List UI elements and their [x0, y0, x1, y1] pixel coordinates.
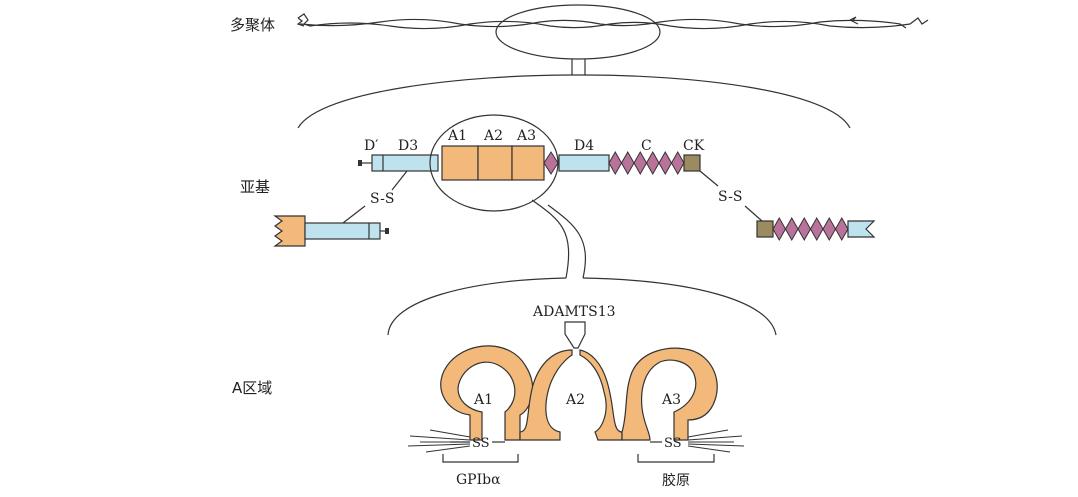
c-domain-diamond-5 [658, 150, 673, 176]
a2-loop [519, 349, 623, 441]
label-dprime: D′ [364, 138, 378, 154]
partner-c-domain-diamond-1 [772, 216, 787, 242]
a-domain-right-frayed-end [687, 429, 745, 453]
domain-c-diamonds [608, 150, 685, 176]
a-domains-connector [531, 199, 587, 279]
label-a1-loop: A1 [473, 392, 493, 408]
partner-c-domain-diamond-4 [809, 216, 824, 242]
partner-left-cap [385, 228, 389, 234]
label-ck: CK [683, 138, 705, 154]
ss-bond-right-line-bottom [744, 205, 763, 222]
multimer-label: 多聚体 [230, 16, 275, 34]
ss-bond-right-label: S-S [718, 189, 742, 205]
c-domain-diamond-1 [608, 150, 623, 176]
collagen-label: 胶原 [662, 472, 690, 489]
subunit-bracket-arc [297, 74, 851, 129]
c-domain-diamond-3 [633, 150, 648, 176]
ss-bond-left-line-top [391, 170, 408, 191]
multimer-strand [296, 13, 929, 30]
multimer-connector [571, 59, 586, 76]
ss-bond-left-label: S-S [370, 191, 394, 207]
partner-right-c-diamonds [772, 216, 849, 242]
adamts13-pointer [564, 321, 586, 349]
c-domain-diamond-4 [645, 150, 660, 176]
collagen-bracket [637, 454, 715, 463]
label-d3: D3 [398, 138, 418, 154]
a-domain-bracket-arc [387, 277, 777, 336]
ss-bond-left-line-bottom [342, 205, 366, 224]
partner-c-domain-diamond-5 [822, 216, 837, 242]
partner-left-fragment [273, 215, 306, 247]
a-domain-left-frayed-end [407, 429, 471, 453]
label-a3-subunit: A3 [516, 128, 536, 144]
partner-c-domain-diamond-6 [834, 216, 849, 242]
partner-right-ck-box [756, 220, 774, 238]
c-domain-diamond-6 [670, 150, 685, 176]
a-domains-zoom-ellipse [429, 114, 559, 212]
domain-ck-box [683, 154, 701, 172]
subunit-label: 亚基 [240, 178, 270, 196]
domain-d-diamond [543, 151, 559, 175]
multimer-zoom-ellipse [495, 4, 661, 60]
label-d4: D4 [574, 138, 594, 154]
partner-right-d4-fragment [847, 220, 876, 238]
label-a3-loop: A3 [661, 392, 681, 408]
a3-loop [621, 347, 718, 441]
gpib-alpha-label: GPIbα [456, 472, 501, 488]
domain-d3-box [371, 154, 439, 172]
label-a2-loop: A2 [565, 392, 585, 408]
gpib-bracket [442, 454, 519, 463]
a1-loop [440, 345, 534, 441]
adamts13-label: ADAMTS13 [532, 304, 616, 320]
domain-a1-box [441, 145, 479, 181]
domain-a3-box [511, 145, 545, 181]
label-a1-subunit: A1 [447, 128, 467, 144]
a-domain-ss-left: SS [472, 436, 490, 451]
partner-c-domain-diamond-2 [784, 216, 799, 242]
subunit-nterm-cap [358, 160, 362, 166]
domain-a2-box [477, 145, 513, 181]
domain-d4-box [558, 154, 610, 172]
partner-c-domain-diamond-3 [797, 216, 812, 242]
c-domain-diamond-2 [620, 150, 635, 176]
ss-bond-right-line-top [699, 170, 719, 187]
label-c: C [641, 138, 652, 154]
label-a2-subunit: A2 [483, 128, 503, 144]
a-domain-label: A区域 [232, 379, 272, 397]
a-domain-ss-right: SS [664, 436, 682, 451]
